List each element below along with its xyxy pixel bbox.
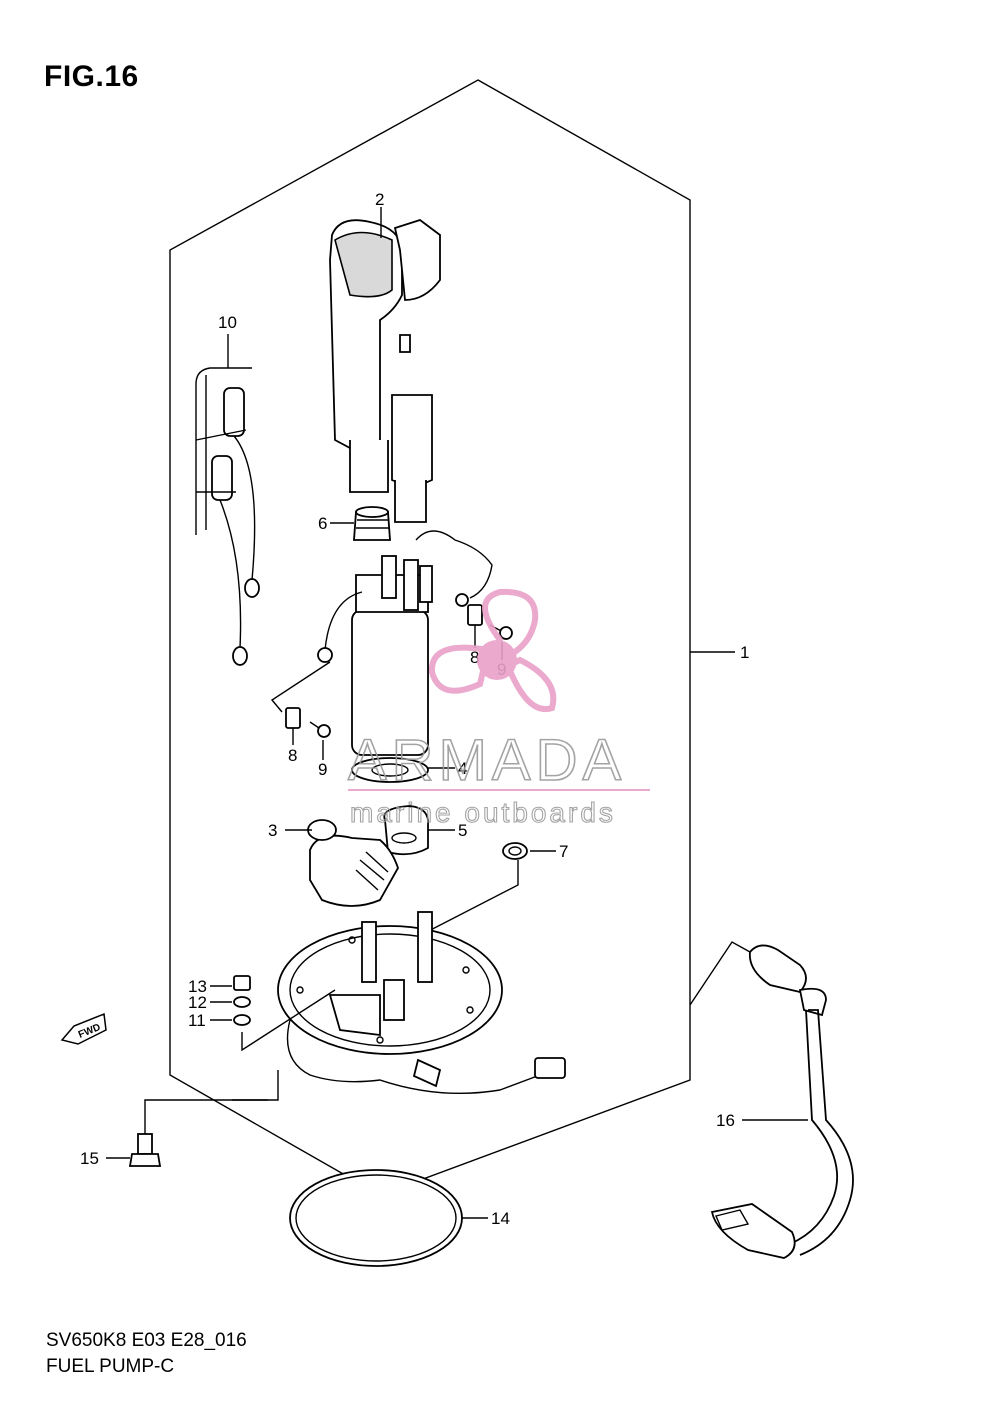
part-8-nut-lower bbox=[285, 707, 301, 729]
part-4-fuel-pump bbox=[317, 530, 493, 783]
part-8-nut-upper bbox=[467, 604, 483, 626]
part-9-screw-lower bbox=[309, 721, 331, 738]
part-2-fuel-pump-holder bbox=[329, 219, 441, 523]
leader-8-9-lower bbox=[270, 661, 331, 713]
leader-15-b bbox=[144, 1099, 268, 1135]
callout-14: 14 bbox=[491, 1209, 510, 1228]
part-14-gasket bbox=[289, 1169, 463, 1267]
part-7-o-ring bbox=[502, 842, 528, 860]
part-11-washer bbox=[233, 1014, 251, 1026]
callout-8-lower: 8 bbox=[288, 746, 297, 765]
watermark-tagline: marine outboards bbox=[350, 797, 616, 828]
leader-7-to-plate bbox=[414, 860, 519, 939]
diagram-title: FUEL PUMP-C bbox=[46, 1356, 175, 1377]
part-16-fuel-hose bbox=[689, 941, 854, 1259]
callout-10: 10 bbox=[218, 313, 237, 332]
callout-2: 2 bbox=[375, 190, 384, 209]
callout-13: 13 bbox=[188, 977, 207, 996]
callout-3: 3 bbox=[268, 821, 277, 840]
figure-label: FIG.16 bbox=[44, 60, 139, 93]
callout-12: 12 bbox=[188, 993, 207, 1012]
callout-11: 11 bbox=[188, 1011, 206, 1030]
callout-15: 15 bbox=[80, 1149, 99, 1168]
callout-7: 7 bbox=[559, 842, 568, 861]
propeller-logo-icon bbox=[428, 588, 557, 713]
part-6-cushion bbox=[353, 506, 391, 541]
callout-5: 5 bbox=[458, 821, 467, 840]
part-15-bolt bbox=[128, 1133, 162, 1167]
watermark-brand: ARMADA bbox=[348, 728, 626, 793]
part-10-fuel-level-gauge bbox=[195, 367, 260, 666]
callout-9-lower: 9 bbox=[318, 760, 327, 779]
model-code: SV650K8 E03 E28_016 bbox=[46, 1330, 247, 1351]
callout-6: 6 bbox=[318, 514, 327, 533]
callout-1: 1 bbox=[740, 643, 749, 662]
part-3-fuel-filter bbox=[307, 819, 399, 907]
leader-11-13-to-plate bbox=[241, 989, 336, 1052]
armada-watermark: ARMADA marine outboards bbox=[347, 588, 650, 829]
callout-8-upper: 8 bbox=[470, 648, 479, 667]
callout-16: 16 bbox=[716, 1111, 735, 1130]
part-base-plate bbox=[277, 911, 566, 1095]
forward-direction-badge: FWD bbox=[60, 1012, 107, 1045]
part-12-washer bbox=[233, 996, 251, 1008]
part-5-holder-rubber bbox=[383, 805, 430, 856]
leader-15-a bbox=[232, 1070, 279, 1101]
callout-4: 4 bbox=[458, 759, 467, 778]
part-13-nut bbox=[233, 975, 251, 991]
